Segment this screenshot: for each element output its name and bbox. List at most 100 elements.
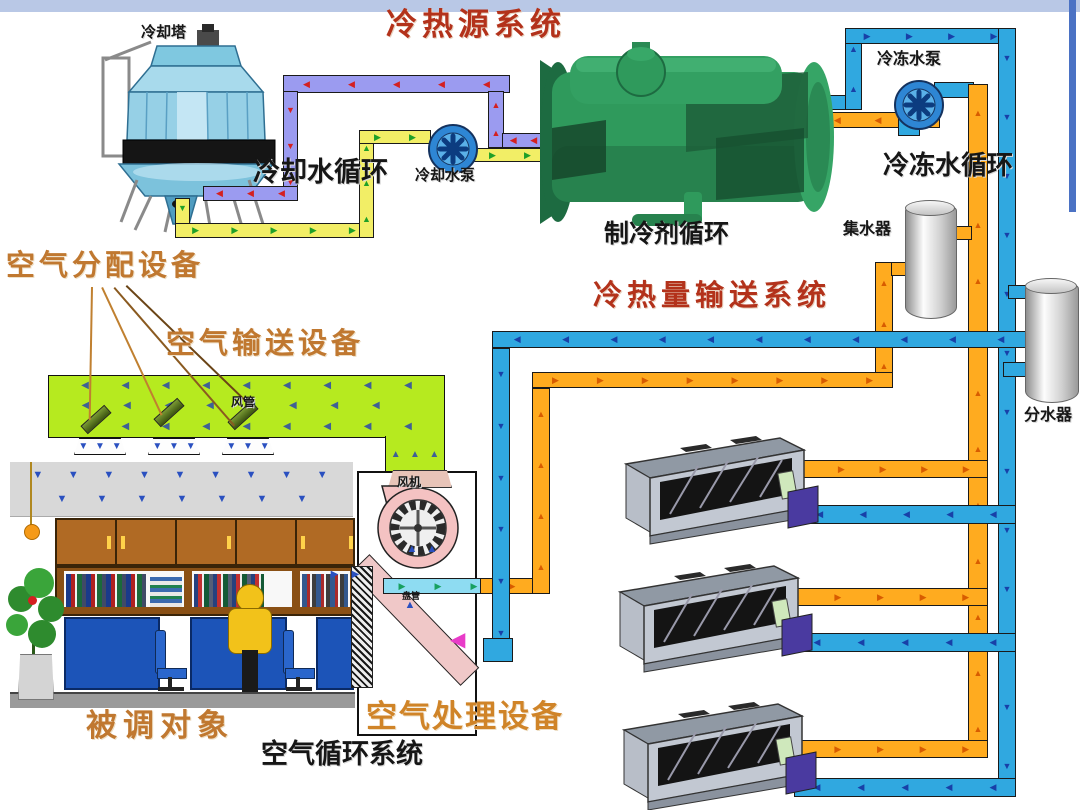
- office-chair: [155, 630, 189, 692]
- label-air-transport: 空气输送设备: [166, 328, 365, 360]
- chiller-unit: [540, 42, 834, 226]
- chair-seat: [285, 668, 315, 679]
- collector-cap: [905, 200, 955, 216]
- cabinet-handle: [349, 536, 353, 549]
- bookshelf: [55, 566, 355, 616]
- plant-foliage: [6, 614, 28, 636]
- fcu3-supply-branch: ◀◀◀◀◀: [794, 778, 1016, 797]
- label-air-handling: 空气处理设备: [366, 699, 564, 734]
- duct-down-leg: ▲▲▲: [385, 436, 445, 474]
- plant-fruit: [28, 596, 37, 605]
- title-transport-system: 冷热量输送系统: [593, 280, 832, 312]
- chilled-water-pump: [894, 80, 944, 130]
- ahu-return-riser: ▲▲▲▲: [532, 388, 550, 594]
- orange-main-turnup: ▲▲▲: [875, 262, 893, 388]
- chilled-supply-top-main: ▶▶▶▶: [845, 28, 1016, 44]
- chair-base: [158, 687, 184, 691]
- cooling-supply-pipe-riser: ▲▲▲: [359, 130, 374, 238]
- person-legs: [242, 650, 258, 692]
- desk: [316, 617, 354, 690]
- chair-base: [286, 687, 312, 691]
- person-head: [236, 584, 264, 612]
- water-collector: [905, 200, 957, 319]
- cooling-return-pipe-riser: ▲▲: [488, 91, 504, 148]
- chilled-supply-riser-down: ▼▼▼▼▼▼▼▼▼▼▼▼▼: [998, 28, 1016, 797]
- person-body: [228, 608, 272, 654]
- cooling-supply-pipe-to-pump: ▶▶: [359, 130, 431, 144]
- books-group: [302, 574, 348, 607]
- coil-outlet-pipe: ▶▶▶: [383, 578, 493, 594]
- desk: [64, 617, 160, 690]
- cabinet-divider: [175, 520, 177, 564]
- duct-arrow-row: ◀◀◀◀◀◀◀◀◀: [81, 420, 412, 432]
- books-group: [66, 574, 146, 607]
- label-conditioned-object: 被调对象: [86, 708, 234, 743]
- plant-pot: [18, 654, 54, 700]
- label-cooling-tower: 冷却塔: [141, 24, 187, 41]
- cooling-water-pump: [428, 124, 478, 174]
- ahu-supply-drop: ▼▼▼▼▼▼: [492, 348, 510, 660]
- label-cooling-water-pump: 冷却水泵: [415, 167, 476, 184]
- label-chilled-water-pump: 冷冻水泵: [877, 51, 942, 68]
- cooling-return-pipe-to-tower: ◀◀◀: [203, 186, 298, 201]
- label-cooling-water-loop: 冷却水循环: [253, 157, 388, 187]
- ceiling-air-arrows-row2: ▼▼▼▼▼▼▼: [56, 492, 308, 505]
- fan-coil-unit-1: [623, 436, 819, 545]
- ceiling-diffuser: ▼▼▼: [222, 438, 274, 455]
- title-source-system: 冷热源系统: [386, 7, 566, 42]
- plant-foliage: [38, 596, 64, 622]
- books-stack: [150, 577, 182, 607]
- cooling-supply-pipe-bottom: ▶▶▶▶▶: [175, 223, 373, 238]
- distributor-cap: [1025, 278, 1077, 294]
- return-air-arrows: ▶▶: [330, 569, 360, 580]
- chair-post: [168, 677, 172, 688]
- top-strip: [0, 0, 1080, 12]
- ceiling-diffuser: ▼▼▼: [148, 438, 200, 455]
- cabinet-divider: [115, 520, 117, 564]
- label-chilled-water-loop: 冷冻水循环: [883, 150, 1014, 180]
- lamp-bulb: [24, 524, 40, 540]
- cabinet-handle: [227, 536, 231, 549]
- cabinet-divider: [295, 520, 297, 564]
- ahu-fan: [377, 485, 459, 569]
- ahu-coil-up-arrow: ▲: [404, 598, 416, 611]
- fan-coil-unit-2: [617, 564, 813, 673]
- cabinet-divider: [235, 520, 237, 564]
- chilled-supply-main: ◀◀◀◀◀◀◀◀◀◀◀: [492, 331, 1026, 348]
- cooling-return-pipe-top: ◀◀◀◀◀: [283, 75, 510, 93]
- duct-arrow-row: ◀◀◀◀◀◀◀◀◀: [81, 380, 412, 392]
- orange-return-riser: ▲▲▲▲▲▲▲▲▲▲▲▲: [968, 84, 988, 758]
- label-collector: 集水器: [843, 221, 892, 238]
- label-refrigerant-loop: 制冷剂循环: [604, 220, 730, 248]
- label-air-distribution: 空气分配设备: [6, 250, 205, 282]
- chair-post: [296, 677, 300, 688]
- cabinet-handle: [301, 536, 305, 549]
- cooling-return-pipe-down: ▼▼▼: [283, 91, 298, 201]
- orange-return-main: ▶▶▶▶▶▶▶▶: [532, 372, 893, 388]
- ceiling-air-arrows-row1: ▼▼▼▼▼▼▼▼▼: [32, 468, 328, 481]
- cabinet-handle: [121, 536, 125, 549]
- plant-foliage: [24, 568, 54, 598]
- water-distributor: [1025, 278, 1079, 403]
- fan-coil-unit-3: [621, 702, 817, 810]
- label-coil: 盘管: [402, 591, 421, 601]
- fcu1-supply-branch: ◀◀◀◀◀: [797, 505, 1016, 524]
- floor: [10, 692, 355, 708]
- title-air-loop-system: 空气循环系统: [261, 739, 423, 769]
- duct-leg-arrows: ▲▲▲: [390, 448, 440, 460]
- lamp-cord: [30, 462, 32, 526]
- ceiling-diffuser: ▼▼▼: [74, 438, 126, 455]
- fcu2-supply-branch: ◀◀◀◀◀: [794, 633, 1016, 652]
- right-edge-line: [1069, 0, 1076, 212]
- cabinet-handle: [107, 536, 111, 549]
- label-distributor: 分水器: [1024, 407, 1073, 424]
- room-ceiling-plenum: [10, 462, 353, 517]
- coil-inlet-arrow: ◀: [450, 629, 466, 651]
- ahu-internal-up-arrows: ▲▲: [406, 542, 438, 555]
- plant-foliage: [28, 620, 56, 648]
- office-chair: [283, 630, 317, 692]
- fcu1-return-branch: ▶▶▶▶▶: [778, 460, 988, 478]
- label-fan: 风机: [397, 475, 422, 489]
- ahu-supply-elbow: [483, 638, 513, 662]
